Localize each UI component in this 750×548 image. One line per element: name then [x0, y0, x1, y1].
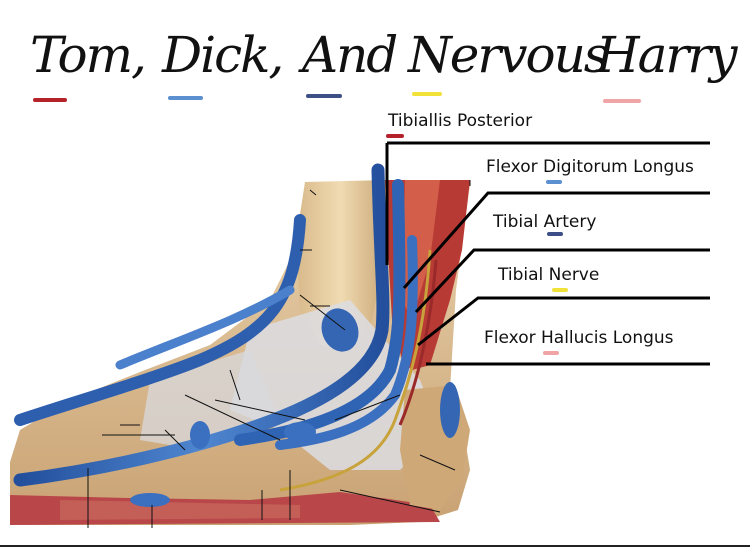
label-tibial-artery: Tibial Artery	[493, 212, 597, 232]
pointer-lines	[87, 180, 471, 528]
label-swatch-tibial-nerve	[552, 288, 568, 292]
label-flexor-hallucis-longus: Flexor Hallucis Longus	[484, 328, 674, 348]
label-flexor-digitorum-longus: Flexor Digitorum Longus	[486, 157, 694, 177]
swatch-nervous	[412, 92, 442, 96]
label-tibial-nerve: Tibial Nerve	[498, 265, 600, 285]
title-word-dick: Dick,	[162, 26, 284, 84]
swatch-dick	[168, 96, 203, 100]
swatch-harry	[603, 99, 641, 103]
title-word-tom: Tom,	[30, 26, 147, 84]
leader-lines	[385, 141, 710, 366]
swatch-tom	[33, 98, 67, 102]
label-swatch-tibial-artery	[547, 232, 563, 236]
swatch-and	[306, 94, 342, 98]
title-word-harry: Harry	[596, 26, 737, 84]
title-word-nervous: Nervous	[408, 26, 609, 84]
label-swatch-tibialis-posterior	[386, 134, 404, 138]
label-swatch-flexor-hallucis-longus	[543, 351, 559, 355]
label-swatch-flexor-digitorum-longus	[546, 180, 562, 184]
label-tibialis-posterior: Tibiallis Posterior	[388, 111, 533, 131]
mnemonic-title: Tom, Dick, And Nervous Harry	[30, 6, 740, 106]
title-word-and: And	[302, 26, 398, 84]
